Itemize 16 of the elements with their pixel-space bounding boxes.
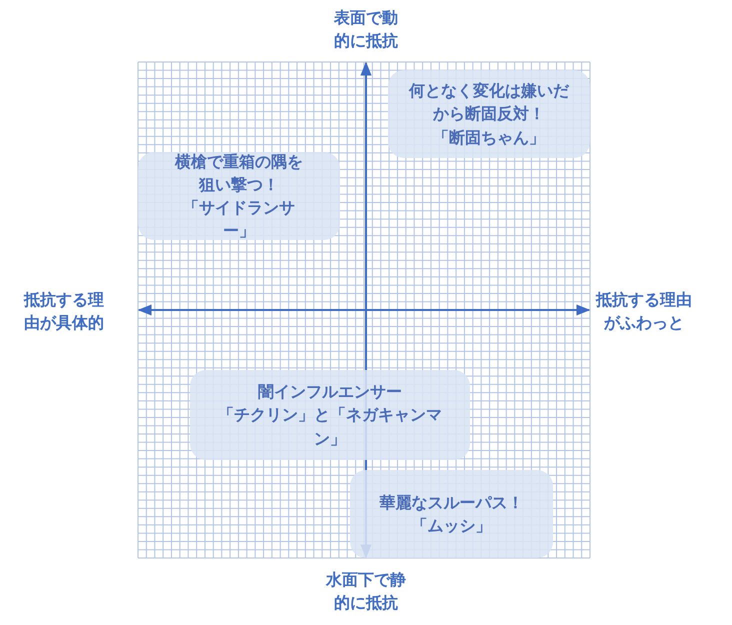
callout-text: 何となく変化は嫌いだから断固反対！ [408, 80, 570, 126]
callout-text: 闇インフルエンサー [258, 381, 402, 404]
character-name: 「サイドランサー」 [182, 197, 296, 242]
character-name: 「チクリン」と「ネガキャンマン」 [217, 404, 443, 450]
callout-text: 横槍で重箱の隅を狙い撃つ！ [174, 150, 304, 196]
callout-text: 華麗なスルーパス！ [380, 492, 524, 514]
character-name: 「断固ちゃん」 [433, 126, 545, 149]
character-name: 「ムッシ」 [412, 515, 492, 537]
axis-label: 水面下で静的に抵抗 [324, 569, 407, 614]
axis-label: 抵抗する理由が具体的 [22, 289, 105, 334]
callout-box [190, 370, 470, 460]
axis-label: 表面で動的に抵抗 [333, 7, 399, 52]
callout-box [388, 70, 590, 158]
callout-box [138, 152, 340, 240]
axis-label: 抵抗する理由がふわっと [594, 289, 693, 334]
callout-box [350, 470, 553, 558]
